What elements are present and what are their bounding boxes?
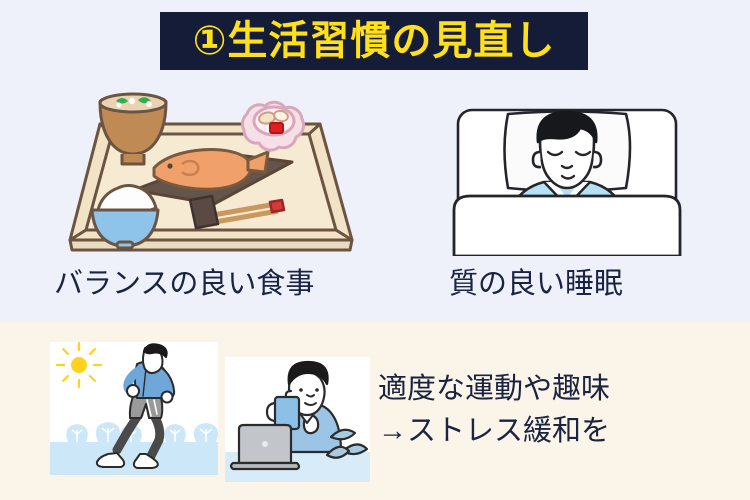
laptop: [229, 423, 301, 471]
miso-soup-bowl: [98, 92, 168, 166]
person-face: [299, 388, 319, 406]
person-with-laptop-and-mug-illustration: [225, 357, 370, 482]
caption-balanced-diet-text: バランスの良い食事: [52, 268, 317, 300]
bottom-message-line2: →ストレス緩和を: [378, 415, 611, 448]
ground: [50, 442, 218, 475]
rice-bowl: [90, 184, 160, 250]
bottom-message: 適度な運動や趣味 →ストレス緩和を: [378, 368, 614, 452]
sun-icon: [55, 342, 103, 389]
title-banner: ①生活習慣の見直し: [160, 12, 588, 70]
plant: [325, 428, 369, 459]
person-sleeping-in-bed-illustration: [452, 108, 682, 256]
grilled-fish: [152, 148, 270, 191]
page-title: ①生活習慣の見直し: [192, 19, 556, 63]
caption-quality-sleep: 質の良い睡眠: [447, 268, 626, 300]
soup-vegetables: [116, 97, 152, 108]
bottom-message-line1: 適度な運動や趣味: [378, 373, 611, 405]
japanese-meal-tray-illustration: [68, 92, 354, 252]
chopsticks: [188, 194, 286, 230]
jogging-person: [95, 343, 176, 469]
person-jogging-outdoors-illustration: [50, 342, 218, 475]
sleeping-person-face: [546, 150, 592, 180]
blanket: [452, 194, 682, 256]
caption-balanced-diet: バランスの良い食事: [52, 268, 317, 300]
caption-quality-sleep-text: 質の良い睡眠: [447, 268, 626, 300]
pickle-items: [258, 109, 289, 134]
sleeping-person-head: [531, 110, 603, 190]
